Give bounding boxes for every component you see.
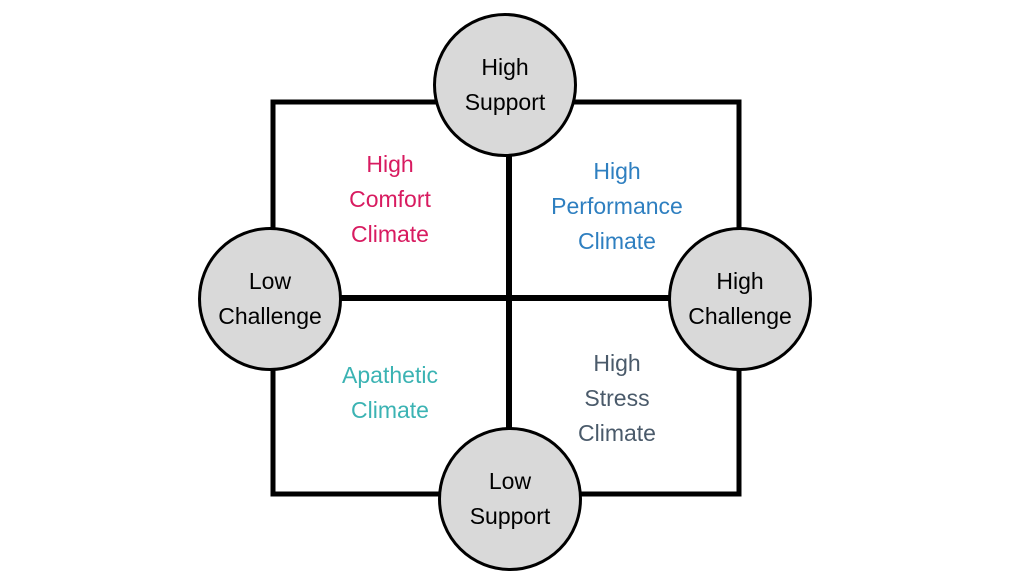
circle-low-challenge: Low Challenge — [198, 227, 342, 371]
circle-low-support: Low Support — [438, 427, 582, 571]
quadrant-label-line: High — [366, 151, 414, 177]
circle-high-support: High Support — [433, 13, 577, 157]
quadrant-high-comfort-climate: High Comfort Climate — [280, 147, 500, 252]
quadrant-label-line: High — [593, 158, 641, 184]
quadrant-label-line: Climate — [578, 420, 656, 446]
quadrant-label-line: Apathetic — [342, 362, 438, 388]
circle-label-line: Challenge — [218, 303, 322, 329]
quadrant-label-line: Climate — [351, 397, 429, 423]
quadrant-label-line: Climate — [351, 221, 429, 247]
quadrant-high-performance-climate: High Performance Climate — [507, 154, 727, 259]
circle-high-challenge: High Challenge — [668, 227, 812, 371]
quadrant-apathetic-climate: Apathetic Climate — [280, 358, 500, 428]
circle-label-line: Challenge — [688, 303, 792, 329]
quadrant-label-line: Stress — [584, 385, 650, 411]
quadrant-label-line: Comfort — [349, 186, 431, 212]
circle-label-line: High — [716, 268, 764, 294]
circle-label-line: Low — [248, 268, 292, 294]
quadrant-label-line: High — [593, 350, 641, 376]
quadrant-high-stress-climate: High Stress Climate — [507, 346, 727, 451]
circle-label-line: High — [481, 54, 529, 80]
circle-label-line: Support — [464, 89, 546, 115]
circle-label-line: Low — [488, 468, 532, 494]
quadrant-label-line: Performance — [551, 193, 683, 219]
quadrant-label-line: Climate — [578, 228, 656, 254]
circle-label-line: Support — [469, 503, 551, 529]
